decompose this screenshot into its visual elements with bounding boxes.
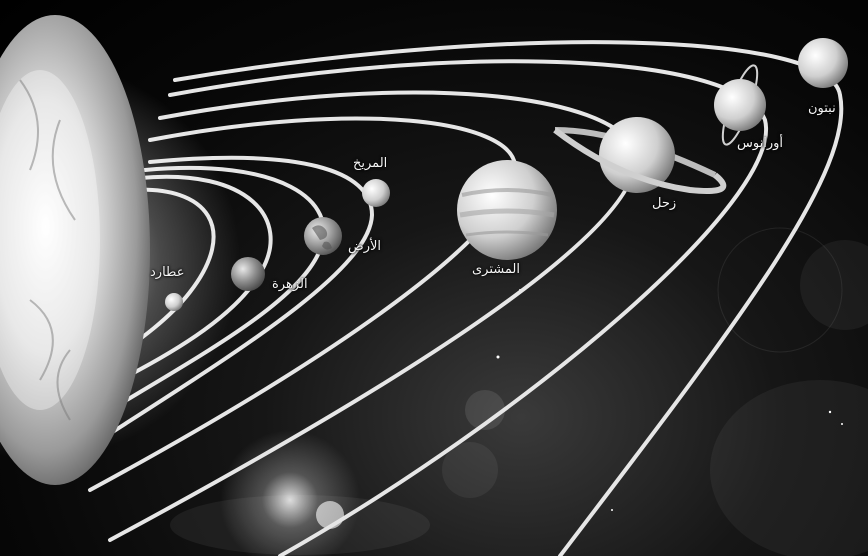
jupiter-planet [457,160,557,260]
uranus-label: أورانوس [737,136,783,151]
saturn-label: زحل [652,196,677,211]
earth-label: الأرض [348,239,382,254]
neptune-label: نبتون [808,101,836,116]
venus-label: الزهرة [272,277,308,292]
mars-label: المريخ [353,156,388,171]
sun [0,15,240,485]
mercury-label: عطارد [150,265,185,280]
mercury-planet [165,293,183,311]
mars-planet [362,179,390,207]
uranus-planet [714,64,766,146]
earth-planet [304,217,342,255]
venus-planet [231,257,265,291]
saturn-planet [553,117,727,194]
jupiter-label: المشترى [472,262,520,277]
neptune-planet [798,38,848,88]
background-flares [170,227,868,556]
